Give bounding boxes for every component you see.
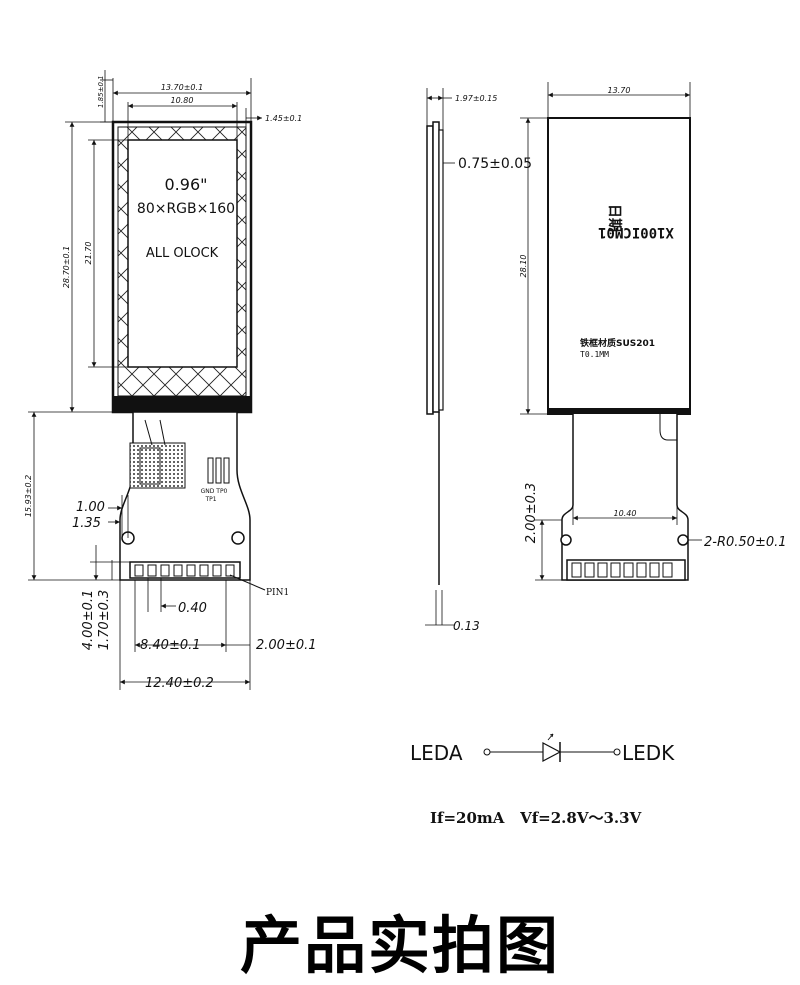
dim-outline-width: 13.70±0.1 — [161, 83, 203, 92]
back-dim-height: 28.10 — [519, 255, 528, 278]
screen-test-text: ALL OLOCK — [146, 246, 219, 261]
screen-resolution-text: 80×RGB×160 — [137, 201, 235, 217]
dim-active-width: 10.80 — [171, 96, 194, 105]
dim-hole-1: 1.00 — [76, 500, 105, 515]
back-dim-width: 13.70 — [608, 86, 631, 95]
dim-fpc-thickness: 0.13 — [453, 619, 480, 633]
leda-label: LEDA — [410, 741, 463, 765]
front-view: 0.96" 80×RGB×160 ALL OLOCK GND TP0 TP1 P… — [24, 70, 317, 691]
back-dim-radius: 2-R0.50±0.1 — [704, 535, 787, 550]
dim-outline-height: 28.70±0.1 — [62, 246, 71, 288]
dim-fpc-length: 15.93±0.2 — [24, 475, 33, 517]
dim-fpc-tail-1: 4.00±0.1 — [81, 590, 96, 651]
dim-fpc-tail-2: 1.70±0.3 — [97, 590, 112, 651]
dim-top-margin: 1.85±0.1 — [97, 75, 105, 108]
tp1-label: TP1 — [204, 496, 216, 503]
back-thickness-text: T0.1MM — [580, 350, 609, 359]
back-view: X100ICM01 日期 铁框材质SUS201 T0.1MM 13.70 — [519, 82, 787, 581]
pin1-label: PIN1 — [266, 588, 289, 598]
dim-active-height: 21.70 — [84, 242, 93, 265]
back-model-text: X100ICM01 — [598, 224, 674, 240]
dim-hole-2: 1.35 — [72, 516, 101, 531]
back-date-text: 日期 — [606, 204, 622, 232]
backlight-circuit: LEDA LEDK If=20mA Vf=2.8V～3.3V — [410, 733, 675, 827]
active-area — [127, 139, 238, 368]
dim-edge: 2.00±0.1 — [256, 638, 317, 653]
side-view: 1.97±0.15 0.75±0.05 0.13 — [425, 88, 532, 633]
back-dim-tail: 2.00±0.3 — [524, 483, 539, 544]
screen-size-text: 0.96" — [165, 175, 208, 194]
backlight-spec: If=20mA Vf=2.8V～3.3V — [430, 809, 642, 827]
ledk-label: LEDK — [622, 741, 675, 765]
dim-fpc-width: 12.40±0.2 — [145, 676, 214, 691]
photo-section-title: 产品实拍图 — [239, 909, 560, 982]
testpad-label: GND TP0 — [201, 488, 228, 495]
back-dim-fpc: 10.40 — [614, 509, 637, 518]
dim-pin-pitch: 0.40 — [178, 601, 207, 616]
back-material-text: 铁框材质SUS201 — [580, 337, 655, 349]
dim-glass-thickness: 0.75±0.05 — [458, 156, 532, 172]
dim-side-margin: 1.45±0.1 — [265, 114, 302, 123]
dim-pin-span: 8.40±0.1 — [140, 638, 201, 653]
dim-total-thickness: 1.97±0.15 — [455, 94, 497, 103]
